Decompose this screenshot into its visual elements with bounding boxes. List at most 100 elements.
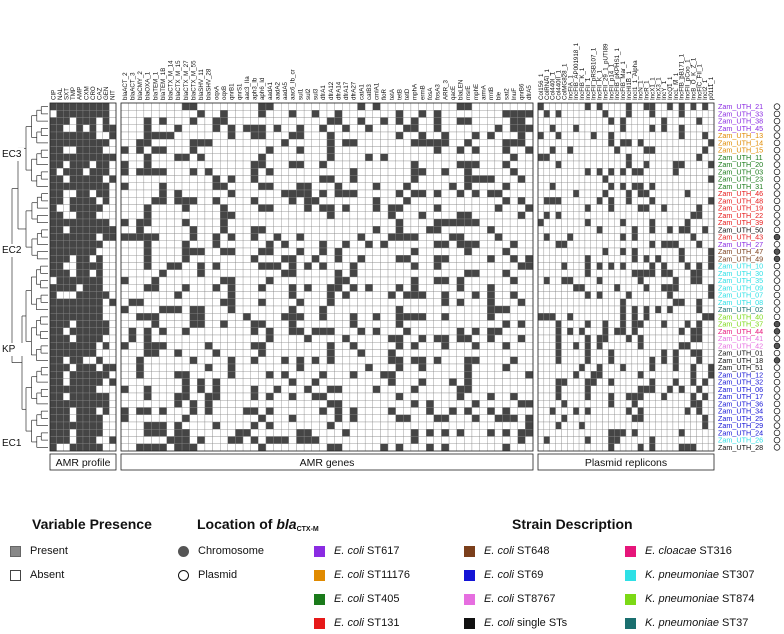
matrix-cell	[614, 211, 621, 220]
matrix-cell	[63, 175, 70, 183]
matrix-cell	[590, 378, 597, 386]
matrix-cell	[166, 139, 175, 147]
matrix-cell	[614, 414, 621, 423]
matrix-cell	[265, 363, 274, 372]
matrix-cell	[433, 262, 442, 270]
matrix-cell	[49, 153, 57, 162]
matrix-cell	[608, 298, 615, 307]
matrix-cell	[649, 117, 656, 125]
matrix-cell	[410, 204, 419, 212]
matrix-cell	[319, 305, 328, 314]
matrix-cell	[509, 262, 518, 270]
matrix-cell	[549, 385, 556, 394]
matrix-cell	[456, 356, 465, 365]
matrix-cell	[395, 255, 404, 263]
matrix-cell	[319, 153, 328, 162]
matrix-cell	[584, 189, 591, 198]
matrix-cell	[456, 139, 465, 147]
matrix-cell	[181, 269, 190, 278]
matrix-cell	[63, 371, 70, 379]
matrix-cell	[204, 146, 213, 154]
matrix-cell	[517, 131, 526, 140]
matrix-cell	[661, 226, 668, 234]
matrix-cell	[684, 204, 691, 212]
matrix-cell	[128, 247, 137, 256]
column-label: IncFIB_K_1	[579, 67, 586, 100]
matrix-cell	[303, 139, 312, 147]
matrix-cell	[342, 371, 351, 379]
matrix-cell	[281, 334, 290, 343]
matrix-cell	[578, 342, 586, 350]
matrix-cell	[380, 110, 389, 118]
matrix-cell	[602, 102, 609, 111]
matrix-cell	[242, 182, 251, 191]
matrix-cell	[189, 378, 198, 386]
matrix-cell	[76, 443, 84, 452]
matrix-cell	[158, 392, 167, 401]
matrix-cell	[625, 320, 633, 328]
matrix-cell	[349, 327, 358, 336]
matrix-cell	[349, 204, 358, 212]
matrix-cell	[342, 356, 351, 365]
matrix-cell	[487, 291, 496, 299]
matrix-cell	[608, 160, 615, 169]
matrix-cell	[174, 392, 183, 401]
matrix-cell	[303, 407, 312, 415]
matrix-cell	[672, 363, 679, 372]
matrix-cell	[433, 407, 442, 415]
matrix-cell	[296, 160, 305, 169]
matrix-cell	[625, 400, 633, 408]
matrix-cell	[326, 255, 335, 263]
matrix-cell	[311, 320, 320, 328]
matrix-cell	[69, 392, 77, 401]
matrix-cell	[464, 218, 473, 227]
matrix-cell	[395, 233, 404, 241]
matrix-cell	[258, 400, 267, 408]
matrix-cell	[326, 124, 335, 133]
matrix-cell	[614, 262, 621, 270]
matrix-cell	[357, 436, 366, 444]
matrix-cell	[212, 160, 221, 169]
matrix-cell	[296, 371, 305, 379]
matrix-cell	[517, 226, 526, 234]
matrix-cell	[479, 269, 488, 278]
matrix-cell	[608, 363, 615, 372]
matrix-cell	[426, 160, 434, 169]
matrix-cell	[584, 363, 591, 372]
matrix-cell	[349, 414, 358, 423]
matrix-cell	[197, 262, 206, 270]
matrix-cell	[109, 247, 117, 256]
matrix-cell	[637, 124, 644, 133]
matrix-cell	[441, 226, 450, 234]
matrix-cell	[410, 400, 419, 408]
strain-label: Zam_UTH_22	[718, 211, 763, 220]
matrix-cell	[537, 334, 545, 343]
matrix-cell	[387, 262, 396, 270]
matrix-cell	[643, 385, 650, 394]
matrix-cell	[479, 233, 488, 241]
matrix-cell	[143, 400, 152, 408]
matrix-cell	[471, 146, 480, 154]
matrix-cell	[666, 117, 674, 125]
matrix-cell	[250, 371, 259, 379]
matrix-cell	[166, 363, 175, 372]
matrix-cell	[326, 349, 335, 357]
matrix-cell	[655, 218, 662, 227]
matrix-cell	[602, 436, 609, 444]
matrix-cell	[174, 291, 183, 299]
matrix-cell	[265, 146, 274, 154]
matrix-cell	[619, 153, 627, 162]
matrix-cell	[555, 226, 562, 234]
matrix-cell	[655, 197, 662, 205]
matrix-cell	[418, 291, 427, 299]
matrix-cell	[543, 124, 550, 133]
matrix-cell	[89, 327, 97, 336]
matrix-cell	[441, 102, 450, 111]
strain-color-swatch	[314, 617, 325, 629]
matrix-cell	[158, 414, 167, 423]
matrix-cell	[464, 255, 473, 263]
matrix-cell	[631, 211, 638, 220]
matrix-cell	[426, 218, 434, 227]
matrix-cell	[89, 189, 97, 198]
matrix-cell	[549, 233, 556, 241]
